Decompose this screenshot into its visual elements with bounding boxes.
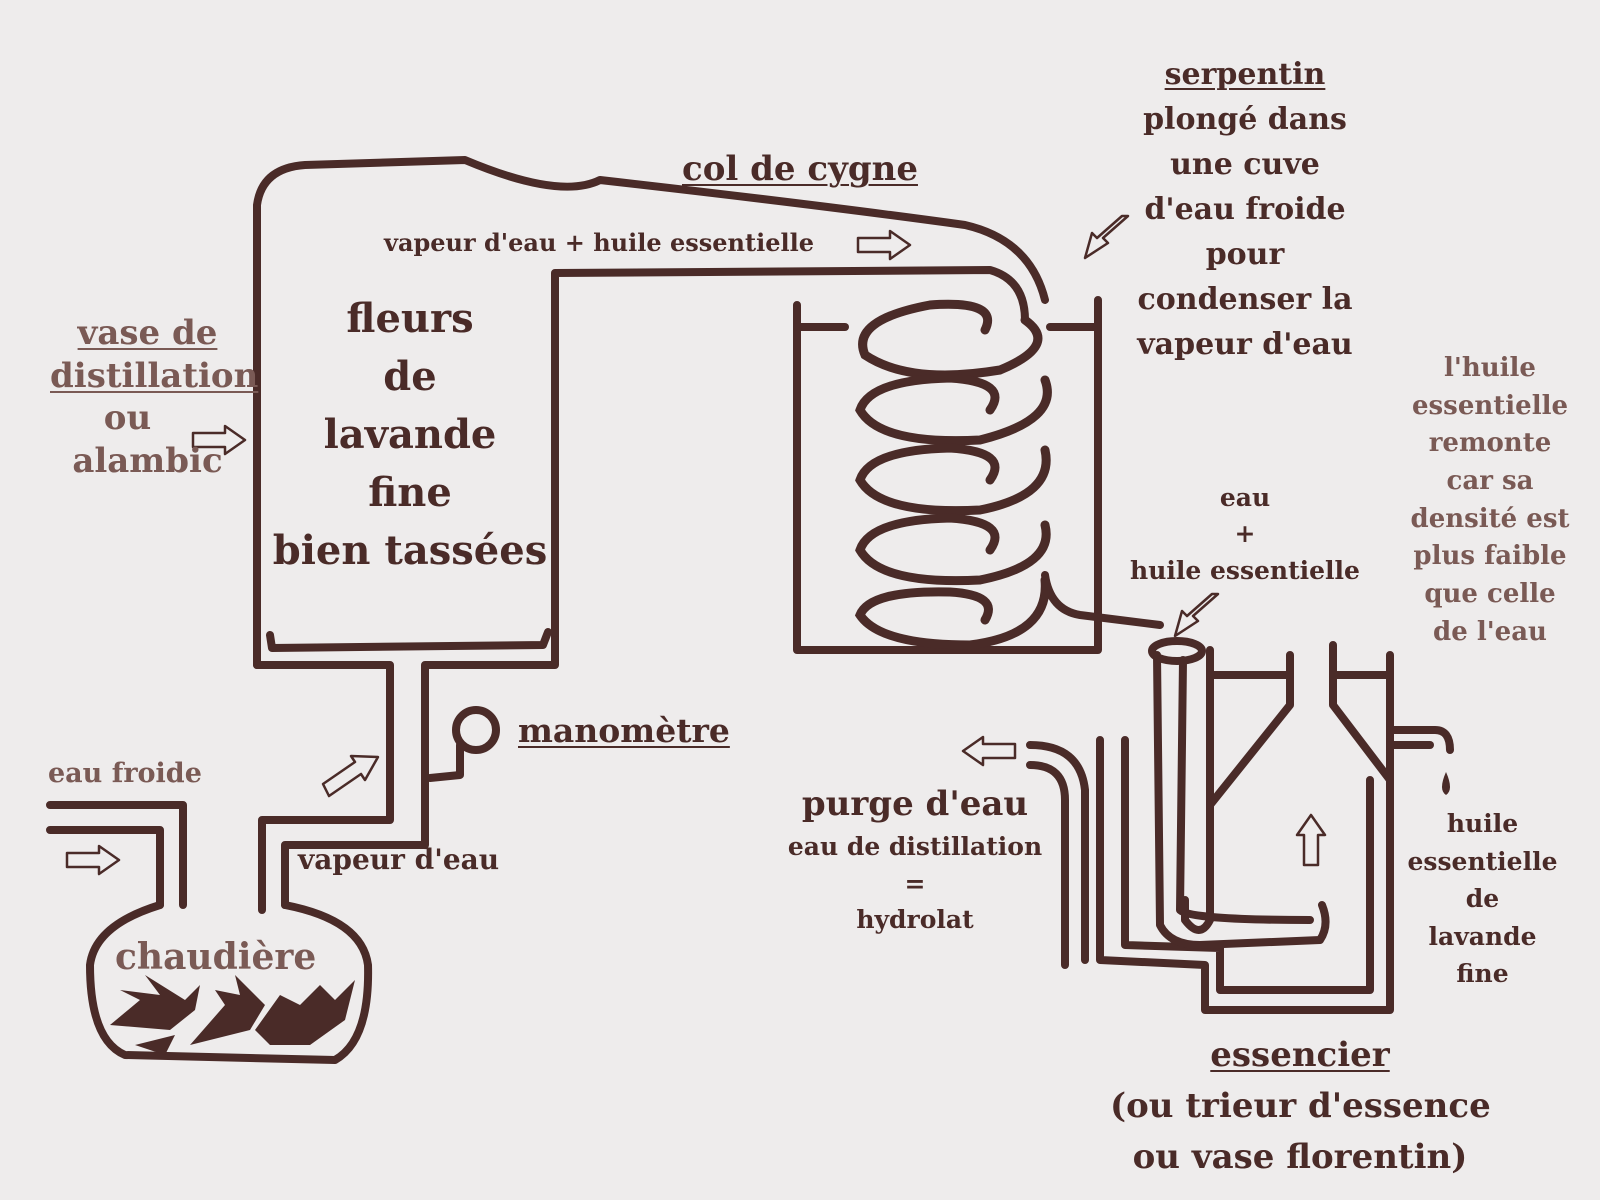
vase-title-1: vase de xyxy=(77,313,218,353)
huile-lavande-line: huile xyxy=(1446,809,1519,838)
essencier-outer xyxy=(1096,651,1394,1014)
fleurs-label: fleurs de lavande fine bien tassées xyxy=(270,290,550,580)
essencier-label: essencier (ou trieur d'essence ou vase f… xyxy=(1110,1030,1491,1183)
huile-lavande-label: huile essentielle de lavande fine xyxy=(1400,805,1565,993)
arrow-up-icon xyxy=(1295,813,1327,867)
steam-pipe xyxy=(253,661,394,914)
manometre-label: manomètre xyxy=(518,711,730,750)
essencier-line: (ou trieur d'essence xyxy=(1110,1086,1491,1126)
arrow-right-icon xyxy=(856,229,912,261)
arrow-diag-icon xyxy=(321,754,380,798)
eau-huile-label: eau + huile essentielle xyxy=(1130,480,1360,589)
arrow-right-icon xyxy=(65,844,121,876)
vase-alambic: alambic xyxy=(72,440,223,481)
huile-lavande-line: de xyxy=(1465,884,1500,913)
boiler-shape xyxy=(86,901,373,1064)
vapeur-huile-label: vapeur d'eau + huile essentielle xyxy=(384,228,814,257)
purge-pipe xyxy=(1026,741,1089,964)
col-de-cygne-label: col de cygne xyxy=(682,149,918,189)
fleurs-line: de xyxy=(383,353,437,400)
serpentin-line: condenser la xyxy=(1137,282,1353,317)
serpentin-line: plongé dans xyxy=(1143,102,1347,137)
alembic-outer-wall xyxy=(253,156,1049,669)
huile-remonte-line: que celle xyxy=(1424,579,1556,610)
fleurs-line: bien tassées xyxy=(272,527,548,574)
serpentin-line: vapeur d'eau xyxy=(1137,327,1353,362)
cold-water-pipe-lower xyxy=(46,826,164,909)
serpentin-line: d'eau froide xyxy=(1144,192,1346,227)
flower-basket xyxy=(266,628,552,652)
cold-water-pipe xyxy=(46,801,187,909)
eau-froide-label: eau froide xyxy=(48,758,202,789)
essencier-line: ou vase florentin) xyxy=(1132,1137,1468,1177)
essencier-wall-2 xyxy=(1121,736,1374,994)
fleurs-line: fleurs xyxy=(346,295,474,342)
huile-remonte-label: l'huile essentielle remonte car sa densi… xyxy=(1395,350,1585,652)
eau-huile-line: huile essentielle xyxy=(1130,555,1360,585)
funnel-top xyxy=(1148,637,1206,665)
vase-title-2: distillation xyxy=(50,355,259,396)
serpentin-line: une cuve xyxy=(1170,147,1320,182)
fleurs-line: lavande xyxy=(323,411,497,458)
vase-ou: ou xyxy=(103,398,152,438)
arrow-left-icon xyxy=(961,735,1017,767)
purge-line: hydrolat xyxy=(856,904,974,934)
serpentin-line: pour xyxy=(1205,237,1285,272)
essencier-title: essencier xyxy=(1210,1035,1390,1075)
huile-remonte-line: remonte xyxy=(1428,428,1552,459)
huile-remonte-line: densité est xyxy=(1410,503,1570,534)
huile-remonte-line: de l'eau xyxy=(1433,616,1547,647)
purge-label: purge d'eau eau de distillation = hydrol… xyxy=(780,780,1050,938)
serpentin-title: serpentin xyxy=(1164,57,1326,92)
eau-huile-line: + xyxy=(1234,519,1256,549)
purge-line: = xyxy=(904,868,926,898)
huile-remonte-line: l'huile xyxy=(1444,353,1536,383)
vase-label: vase de distillation ou alambic xyxy=(50,312,259,482)
chaudiere-label: chaudière xyxy=(115,936,317,978)
fire-flames xyxy=(110,975,355,1055)
huile-remonte-line: plus faible xyxy=(1413,541,1567,572)
serpentin-coil xyxy=(854,299,1052,650)
essencier-lid xyxy=(1181,646,1214,934)
manometer-gauge xyxy=(452,706,500,754)
oil-spout xyxy=(1386,726,1454,754)
arrow-diag-down-icon xyxy=(1173,592,1220,638)
eau-huile-line: eau xyxy=(1219,483,1271,512)
huile-remonte-line: essentielle xyxy=(1412,390,1568,421)
huile-lavande-line: essentielle xyxy=(1407,846,1558,876)
fleurs-line: fine xyxy=(368,469,452,516)
steam-pipe-right xyxy=(281,636,559,909)
vapeur-eau-label: vapeur d'eau xyxy=(298,843,500,876)
alembic-inner-wall xyxy=(551,266,1029,644)
serpentin-label: serpentin plongé dans une cuve d'eau fro… xyxy=(1130,52,1360,367)
funnel-tube xyxy=(1153,651,1330,949)
purge-title: purge d'eau xyxy=(801,784,1029,824)
huile-lavande-line: fine xyxy=(1456,959,1509,988)
essencier-right-neck xyxy=(1329,641,1394,784)
arrow-right-icon xyxy=(191,424,247,456)
oil-drop xyxy=(1442,772,1450,795)
huile-lavande-line: lavande xyxy=(1428,921,1537,951)
huile-remonte-line: car sa xyxy=(1446,466,1534,497)
cooling-tank xyxy=(793,296,1102,654)
arrow-diag-down-icon xyxy=(1083,214,1130,260)
manometer-pipe xyxy=(426,741,464,782)
purge-line: eau de distillation xyxy=(787,832,1043,862)
